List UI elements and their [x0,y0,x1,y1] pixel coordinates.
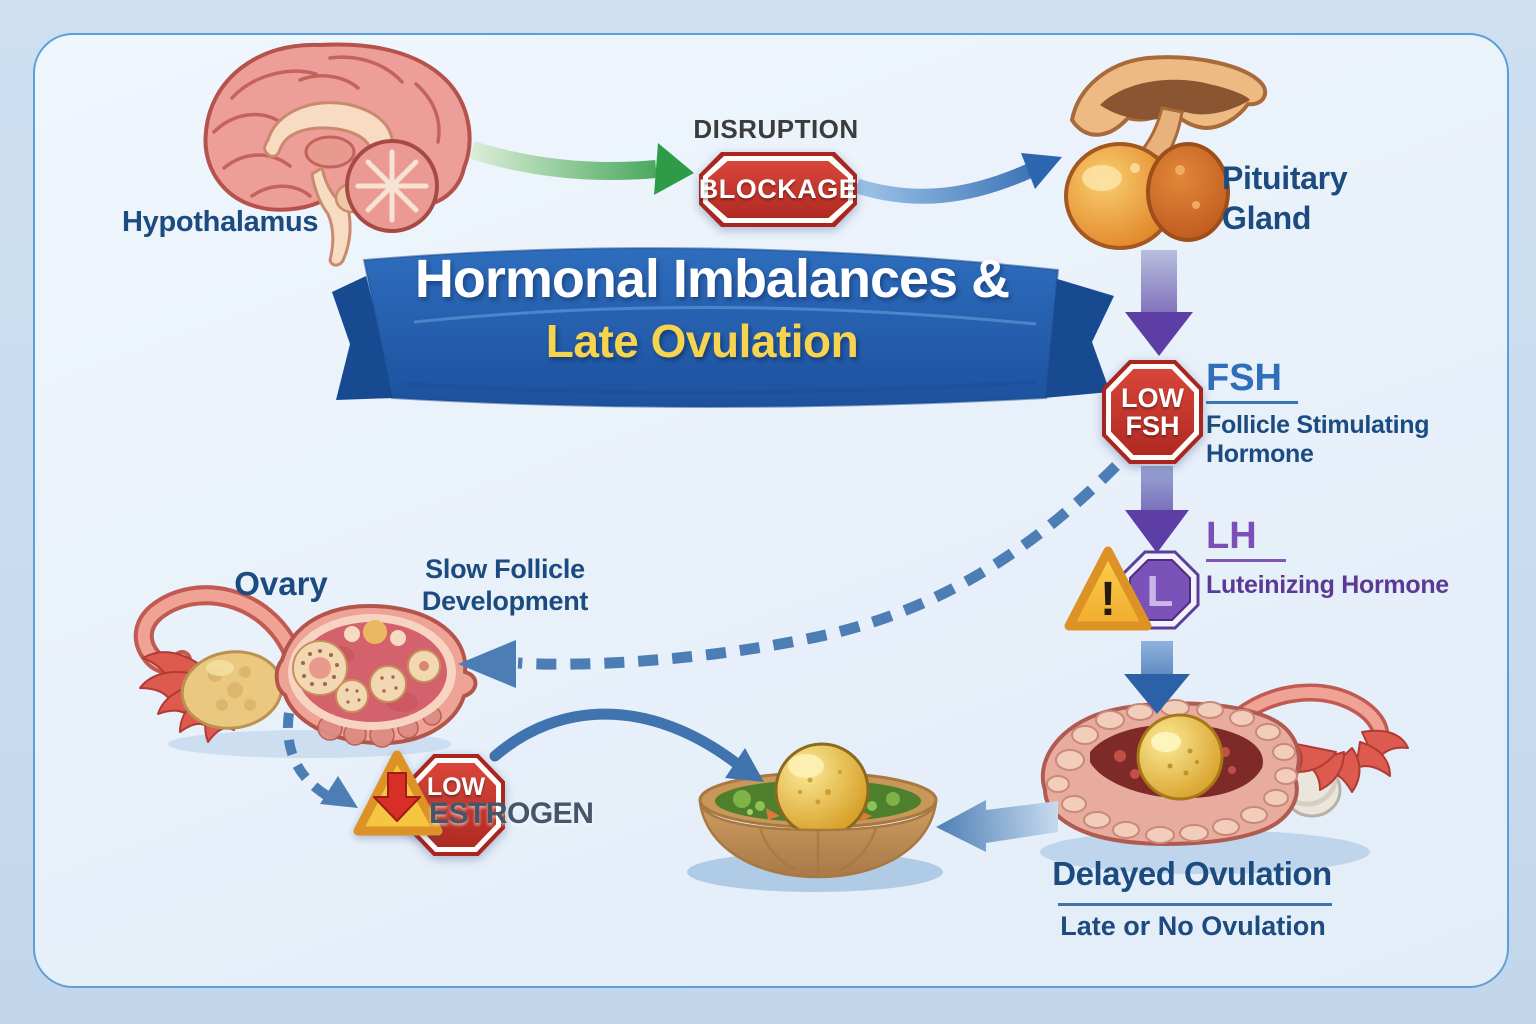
brain-illustration [203,42,472,267]
lh-letter: L [1147,567,1174,616]
lh-sign: L ! [1064,546,1200,631]
low-fsh-line1: LOW [1121,382,1184,413]
low-estrogen-warning-triangle-icon [350,747,446,841]
warning-triangle-icon: ! [1064,546,1152,631]
delayed-ovulation-underline [1058,903,1332,906]
low-fsh-sign: LOW FSH [1102,360,1203,464]
lh-heading: LH [1206,517,1286,562]
late-or-no-ovulation-label: Late or No Ovulation [1060,911,1326,941]
low-estrogen-sign: LOW [407,754,505,856]
lh-subtitle: Luteinizing Hormone [1206,571,1449,599]
arrow-lh-to-ovulation [1124,641,1190,714]
dashed-arrow-ovary-to-estrogen [283,712,358,808]
egg-bowl-illustration [687,742,943,892]
low-fsh-line2: FSH [1125,411,1180,441]
slow-follicle-label: Slow Follicle Development [421,554,589,616]
ovary-label: Ovary [234,565,328,602]
banner-title-line1: Hormonal Imbalances & [414,249,1010,309]
blockage-sign-label: BLOCKAGE [698,174,858,204]
arrow-blockage-to-pituitary [854,153,1062,204]
disruption-label: DISRUPTION [693,114,859,144]
banner-title-line2: Late Ovulation [545,315,859,367]
title-ribbon [332,247,1114,408]
hypothalamus-label: Hypothalamus [122,206,319,238]
pituitary-gland-label: Pituitary Gland [1222,160,1348,236]
delayed-ovulation-label: Delayed Ovulation [1052,855,1332,892]
arrow-ovulation-to-egg-bowl [936,800,1058,852]
low-estrogen-low-label: LOW [426,773,486,801]
fsh-heading: FSH [1206,359,1298,404]
dashed-arrow-fsh-to-ovary [458,462,1120,688]
arrow-pituitary-to-low-fsh [1125,250,1193,356]
ovary-illustration [133,585,478,758]
arrow-hypothalamus-to-blockage [469,141,694,195]
blockage-sign: BLOCKAGE [699,152,857,227]
low-estrogen-estrogen-label: ESTROGEN [429,797,594,830]
pituitary-gland-illustration [1064,55,1268,250]
arrow-low-fsh-to-lh [1125,466,1189,553]
warning-exclamation: ! [1100,573,1116,626]
fsh-label-block: FSH Follicle Stimulating Hormone [1206,359,1444,469]
delayed-ovary-illustration [1040,683,1409,874]
lh-label-block: LH Luteinizing Hormone [1206,517,1449,600]
arrow-ovary-to-egg-bowl [489,708,764,782]
fsh-subtitle: Follicle Stimulating Hormone [1206,411,1430,468]
